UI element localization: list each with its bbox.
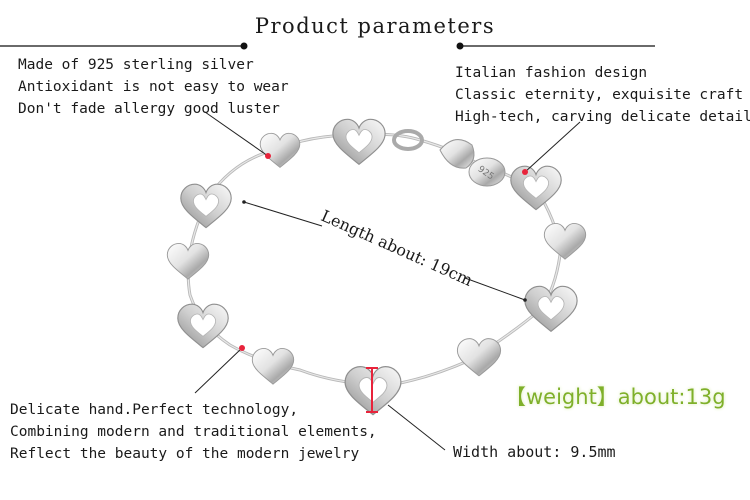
feature-line: Delicate hand.Perfect technology, — [10, 402, 299, 418]
feature-line: Antioxidant is not easy to wear — [18, 79, 289, 95]
bracelet-hearts — [166, 118, 587, 416]
callout-end-dots — [242, 200, 527, 302]
bracelet-clasp: 925 — [392, 129, 506, 187]
feature-line: Italian fashion design — [455, 65, 648, 81]
callout-dots — [239, 153, 528, 351]
feature-line: Don't fade allergy good luster — [18, 101, 280, 117]
callout-lines — [194, 111, 581, 451]
title-divider-lines — [0, 42, 655, 50]
width-label: Width about: 9.5mm — [453, 443, 616, 461]
width-marker — [366, 367, 378, 413]
feature-line: Made of 925 sterling silver — [18, 57, 254, 73]
feature-line: High-tech, carving delicate details — [455, 109, 750, 125]
top-left-features: Made of 925 sterling silver Antioxidant … — [18, 54, 289, 120]
feature-line: Reflect the beauty of the modern jewelry — [10, 446, 360, 462]
bottom-left-features: Delicate hand.Perfect technology, Combin… — [10, 399, 377, 465]
feature-line: Combining modern and traditional element… — [10, 424, 377, 440]
top-right-features: Italian fashion design Classic eternity,… — [455, 62, 750, 128]
feature-line: Classic eternity, exquisite craft — [455, 87, 744, 103]
page-title: Product parameters — [254, 14, 496, 38]
weight-label: 【weight】about:13g — [505, 385, 726, 409]
